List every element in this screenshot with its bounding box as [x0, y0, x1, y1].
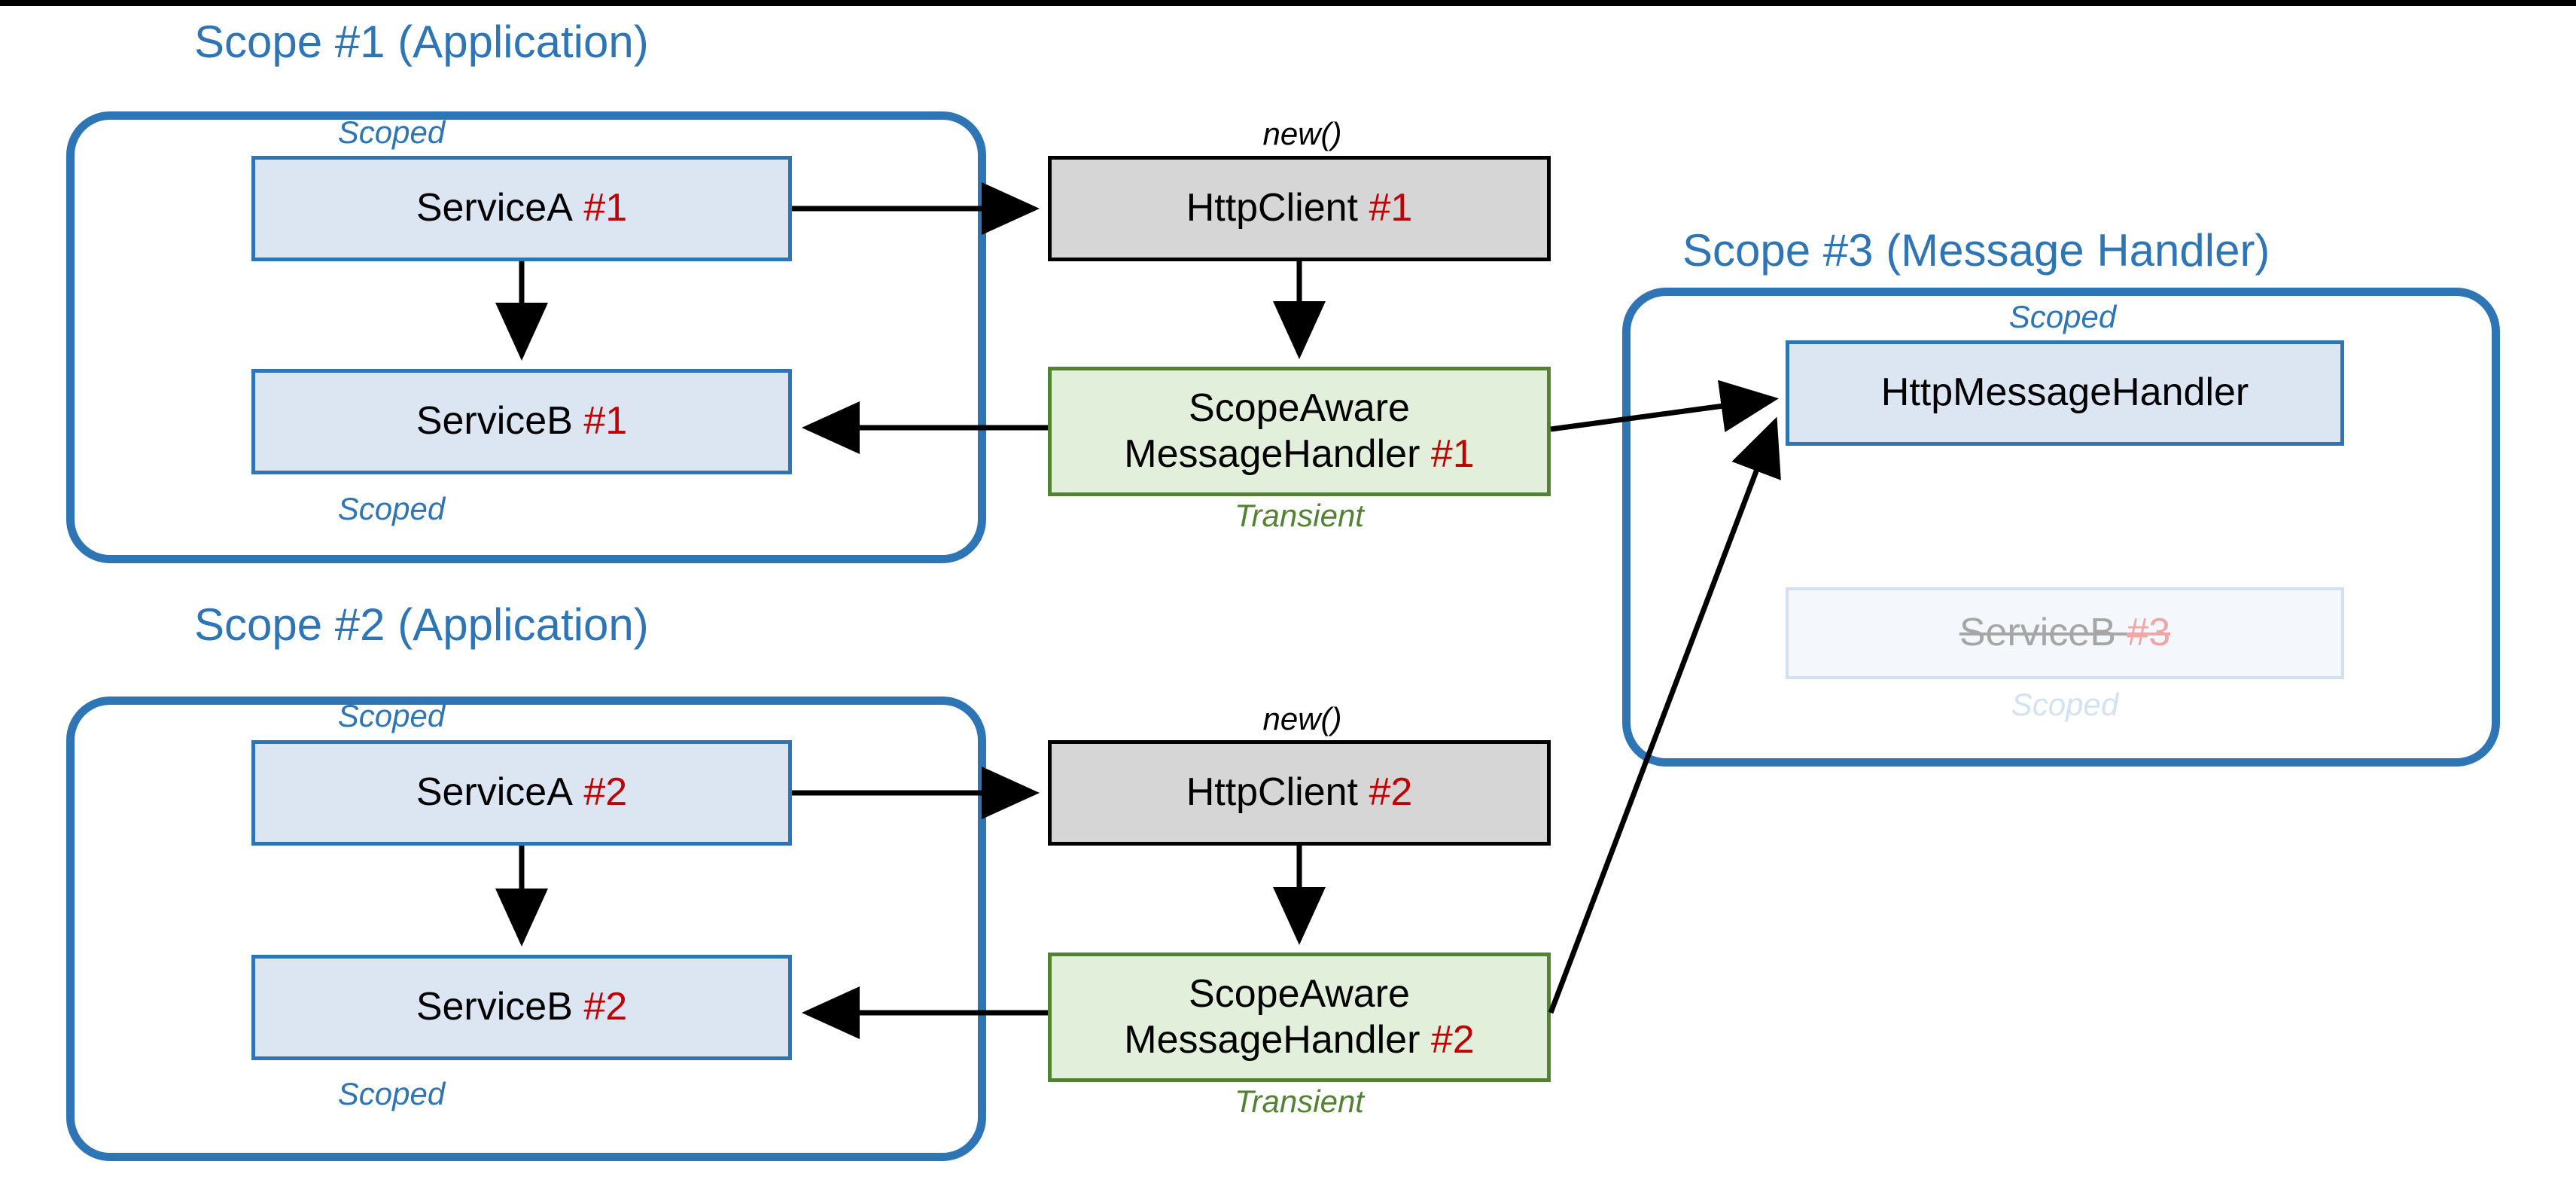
- httpclient1-lifetime-label: new(): [1262, 116, 1342, 151]
- node-handler1-label-line2: MessageHandler: [1124, 432, 1420, 476]
- node-httpclient1-label: HttpClient: [1186, 186, 1358, 230]
- serviceB2-lifetime-label: Scoped: [337, 1076, 446, 1111]
- httpmessagehandler-lifetime-label: Scoped: [2008, 299, 2117, 334]
- node-serviceB3-ghost[interactable]: ServiceB #3: [1786, 587, 2344, 679]
- node-httpmessagehandler-label: HttpMessageHandler: [1880, 370, 2249, 415]
- scope-1-container: [66, 111, 986, 563]
- node-handler1-index: #1: [1430, 432, 1475, 476]
- node-serviceB1-label: ServiceB: [416, 399, 573, 444]
- scope-3-title: Scope #3 (Message Handler): [1682, 225, 2270, 276]
- node-serviceB3-label: ServiceB: [1959, 611, 2116, 655]
- serviceA2-lifetime-label: Scoped: [337, 698, 446, 733]
- scope-1-title: Scope #1 (Application): [194, 17, 649, 67]
- node-serviceA2[interactable]: ServiceA #2: [251, 740, 792, 846]
- node-handler2-label-line2: MessageHandler: [1124, 1018, 1420, 1062]
- node-handler1-label-line1: ScopeAware: [1189, 386, 1410, 430]
- node-serviceB3-index: #3: [2127, 611, 2171, 655]
- node-serviceB2-index: #2: [583, 985, 628, 1029]
- node-httpclient2-index: #2: [1369, 770, 1413, 815]
- serviceB3-lifetime-label: Scoped: [2011, 687, 2119, 722]
- node-httpclient1-index: #1: [1369, 186, 1413, 230]
- node-httpclient2-label: HttpClient: [1186, 770, 1358, 815]
- node-serviceA1-index: #1: [583, 186, 628, 230]
- node-serviceA2-label: ServiceA: [416, 770, 573, 815]
- top-black-strip: [0, 0, 2576, 6]
- serviceB1-lifetime-label: Scoped: [337, 491, 446, 526]
- handler2-lifetime-label: Transient: [1235, 1084, 1364, 1119]
- node-httpclient1[interactable]: HttpClient #1: [1048, 156, 1551, 261]
- handler1-lifetime-label: Transient: [1235, 498, 1364, 533]
- node-serviceA2-index: #2: [583, 770, 628, 815]
- node-handler2[interactable]: ScopeAware MessageHandler #2: [1048, 953, 1551, 1082]
- node-httpclient2[interactable]: HttpClient #2: [1048, 740, 1551, 846]
- node-serviceB2[interactable]: ServiceB #2: [251, 955, 792, 1060]
- httpclient2-lifetime-label: new(): [1262, 701, 1342, 736]
- scope-2-container: [66, 697, 986, 1161]
- serviceA1-lifetime-label: Scoped: [337, 114, 446, 150]
- node-serviceB1-index: #1: [583, 399, 628, 444]
- node-serviceB2-label: ServiceB: [416, 985, 573, 1029]
- node-serviceA1-label: ServiceA: [416, 186, 573, 230]
- node-serviceA1[interactable]: ServiceA #1: [251, 156, 792, 261]
- node-handler2-index: #2: [1430, 1018, 1475, 1062]
- node-handler2-label-line1: ScopeAware: [1189, 971, 1410, 1016]
- node-handler1[interactable]: ScopeAware MessageHandler #1: [1048, 367, 1551, 496]
- node-serviceB1[interactable]: ServiceB #1: [251, 369, 792, 474]
- scope-2-title: Scope #2 (Application): [194, 599, 649, 650]
- node-httpmessagehandler[interactable]: HttpMessageHandler: [1786, 340, 2344, 446]
